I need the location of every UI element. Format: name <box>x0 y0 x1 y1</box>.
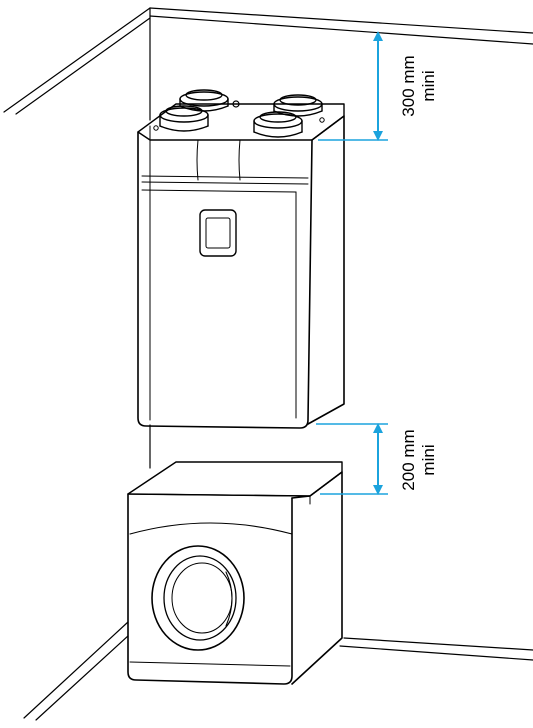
dimension-bottom-value: 200 mm <box>399 429 418 490</box>
ventilation-unit <box>137 100 345 429</box>
spigot-front-right <box>253 111 303 138</box>
dimension-top-qualifier: mini <box>419 70 438 101</box>
duct-spigots <box>159 89 323 138</box>
dimension-top: 300 mm mini <box>318 31 438 141</box>
dimension-bottom-qualifier: mini <box>419 444 438 475</box>
room-walls <box>3 7 533 721</box>
washing-machine <box>127 461 343 685</box>
dimension-bottom: 200 mm mini <box>316 423 438 495</box>
dimension-top-value: 300 mm <box>399 55 418 116</box>
spigot-front-left <box>159 105 209 132</box>
spigot-back-right <box>273 94 323 117</box>
